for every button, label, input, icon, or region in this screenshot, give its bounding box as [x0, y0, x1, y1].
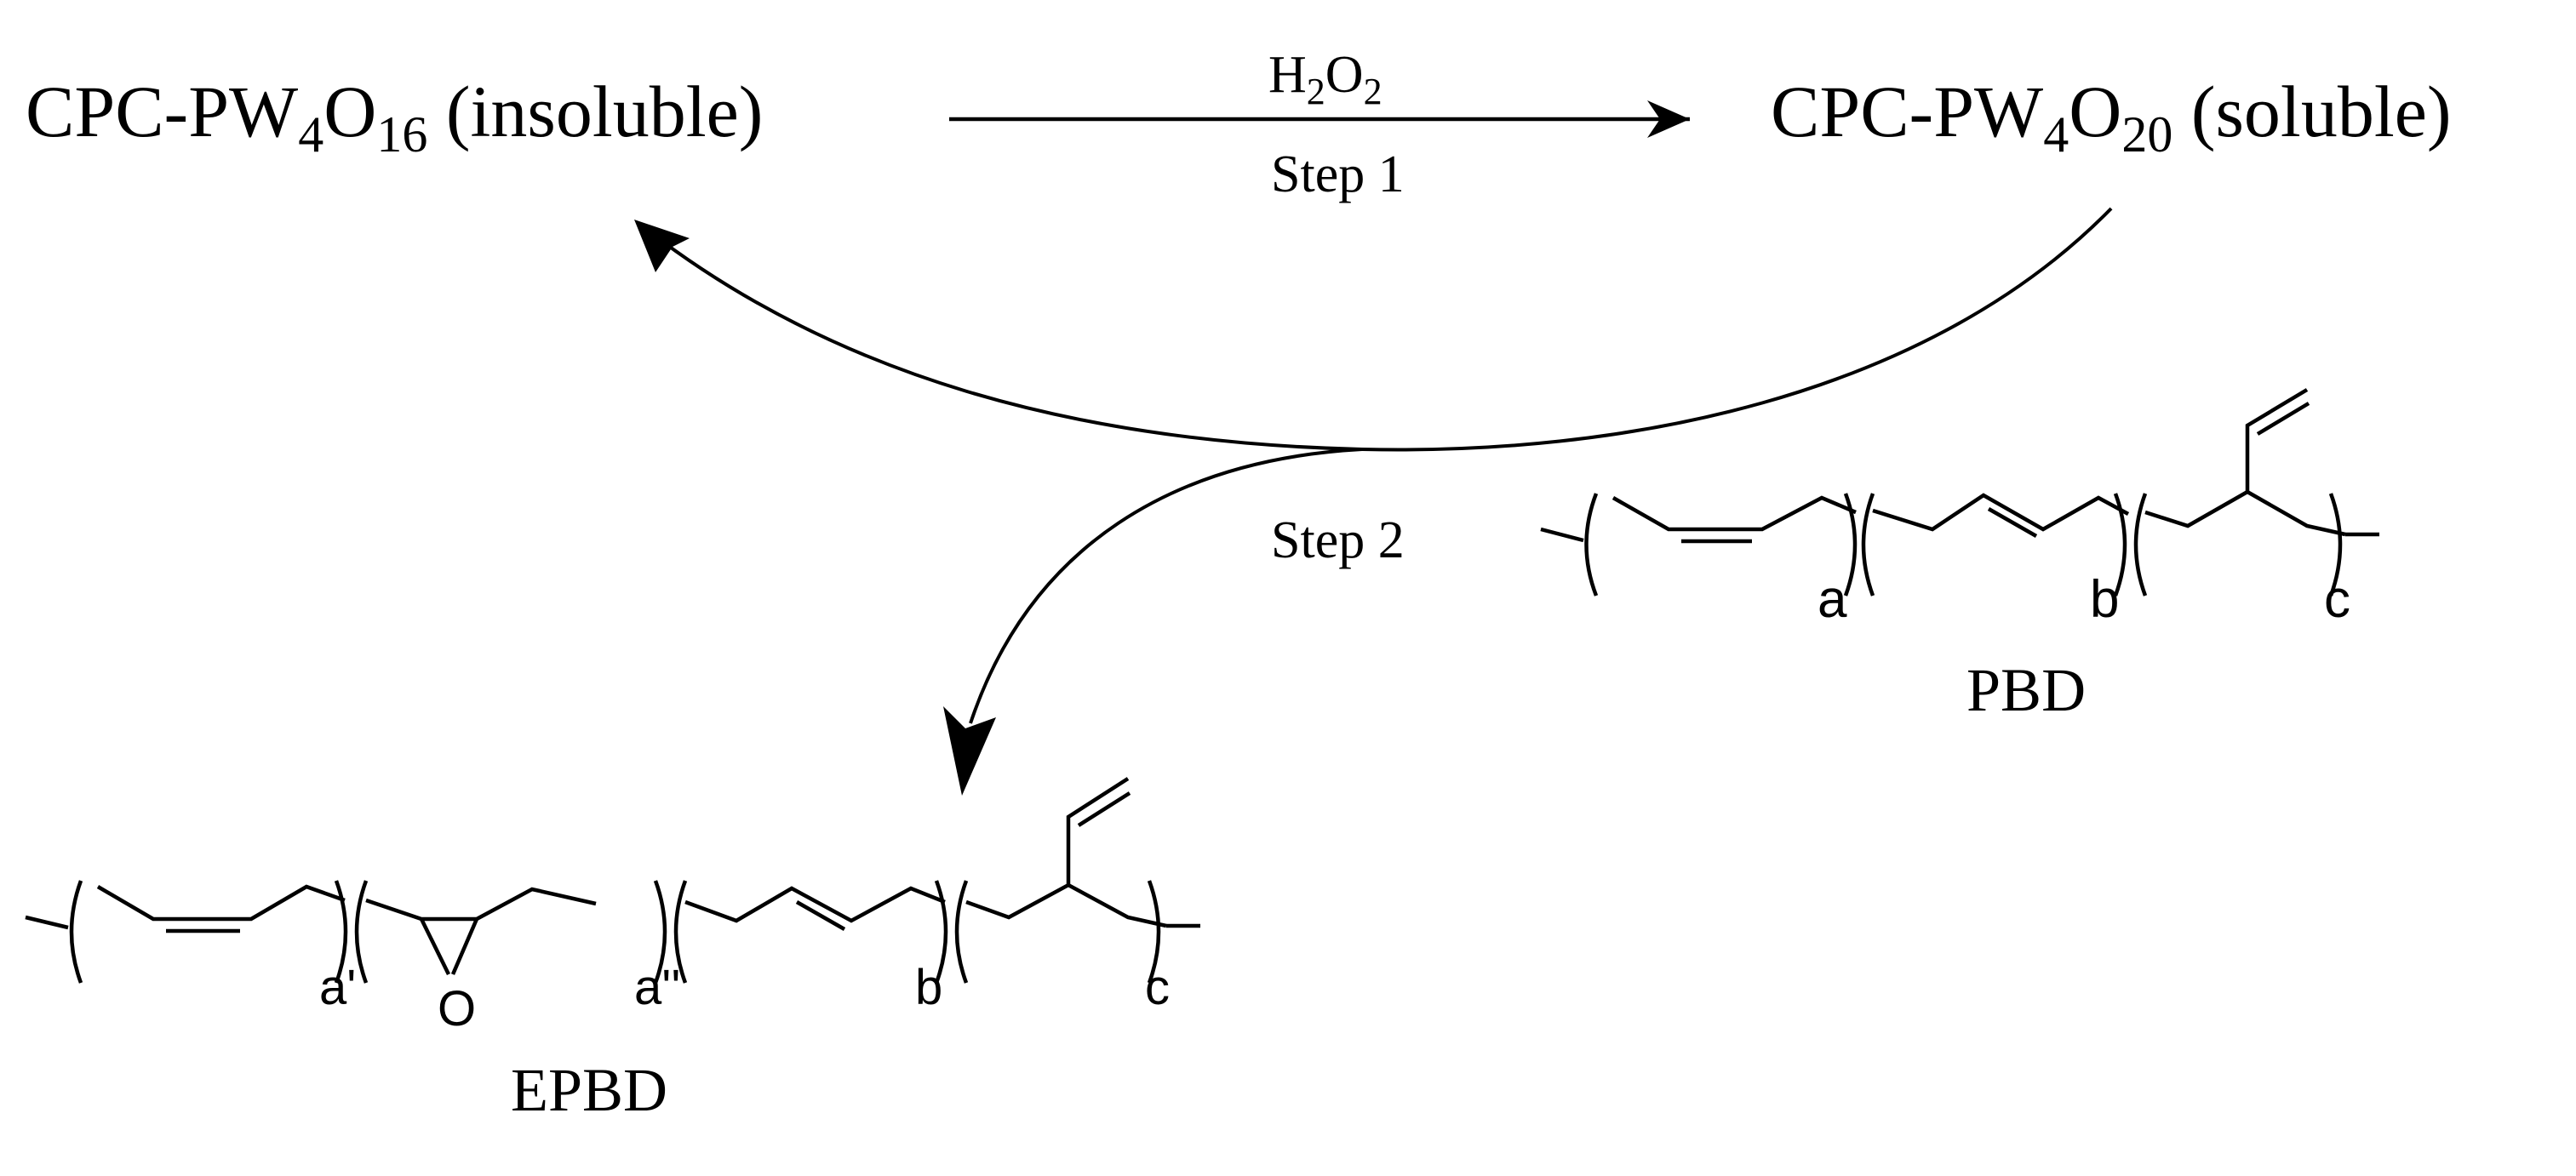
- step1-arrowhead: [1647, 100, 1690, 138]
- epbd-bracket-a2-open: [354, 880, 369, 984]
- oxidant-h: H: [1268, 46, 1307, 104]
- epbd-subscript-b: b: [915, 960, 942, 1015]
- pbd-bracket-b-open: [1861, 493, 1875, 597]
- pbd-bracket-a-close: [1843, 493, 1858, 597]
- epbd-bracket-a1-close: [334, 880, 348, 984]
- pbd-bracket-a-open: [1584, 493, 1599, 597]
- product-o-symbol: O: [2069, 71, 2121, 152]
- epbd-structure: [25, 777, 1200, 984]
- pbd-name: PBD: [1966, 656, 2086, 724]
- reactant-state: (insoluble): [427, 71, 763, 152]
- epoxide-oxygen: O: [438, 981, 476, 1036]
- pbd-structure: [1540, 388, 2379, 597]
- reactant-formula: CPC-PW4O16 (insoluble): [26, 71, 763, 163]
- reactant-o-subscript: 16: [376, 106, 427, 163]
- step2-arc: [969, 448, 1363, 724]
- step2-label: Step 2: [1271, 511, 1405, 569]
- pbd-bracket-b-close: [2113, 493, 2127, 597]
- pbd-subscript-a: a: [1818, 570, 1847, 629]
- regeneration-arrowhead: [634, 220, 690, 272]
- epbd-name: EPBD: [511, 1056, 667, 1124]
- product-w-subscript: 4: [2043, 106, 2069, 163]
- product-o-subscript: 20: [2121, 106, 2172, 163]
- product-state: (soluble): [2172, 71, 2451, 152]
- epbd-bracket-a1-open: [69, 880, 83, 984]
- epbd-bracket-c-close: [1147, 880, 1161, 984]
- pbd-bracket-c-close: [2328, 493, 2343, 597]
- pbd-bracket-c-open: [2133, 493, 2148, 597]
- reactant-formula-prefix: CPC-PW: [26, 71, 298, 152]
- epbd-bracket-b-close: [934, 880, 948, 984]
- reactant-o-symbol: O: [323, 71, 376, 152]
- step2-arrowhead: [943, 706, 996, 796]
- step1-label: Step 1: [1271, 146, 1405, 203]
- epbd-subscript-c: c: [1145, 960, 1170, 1015]
- oxidant-o: O: [1325, 46, 1364, 104]
- product-formula-prefix: CPC-PW: [1771, 71, 2043, 152]
- epbd-bracket-c-open: [954, 880, 969, 984]
- epbd-bracket-a2-close: [653, 880, 667, 984]
- pbd-subscript-c: c: [2324, 570, 2350, 629]
- regeneration-arc: [645, 207, 2113, 452]
- reactant-w-subscript: 4: [298, 106, 323, 163]
- product-formula: CPC-PW4O20 (soluble): [1771, 71, 2452, 163]
- pbd-subscript-b: b: [2090, 570, 2119, 629]
- oxidant-label: H2O2: [1268, 46, 1382, 112]
- epbd-bracket-b-open: [673, 880, 688, 984]
- epbd-subscript-a-prime: a': [319, 960, 356, 1015]
- epbd-subscript-a-double-prime: a'': [634, 960, 680, 1015]
- oxidant-o-subscript: 2: [1364, 71, 1382, 112]
- oxidant-h-subscript: 2: [1307, 71, 1325, 112]
